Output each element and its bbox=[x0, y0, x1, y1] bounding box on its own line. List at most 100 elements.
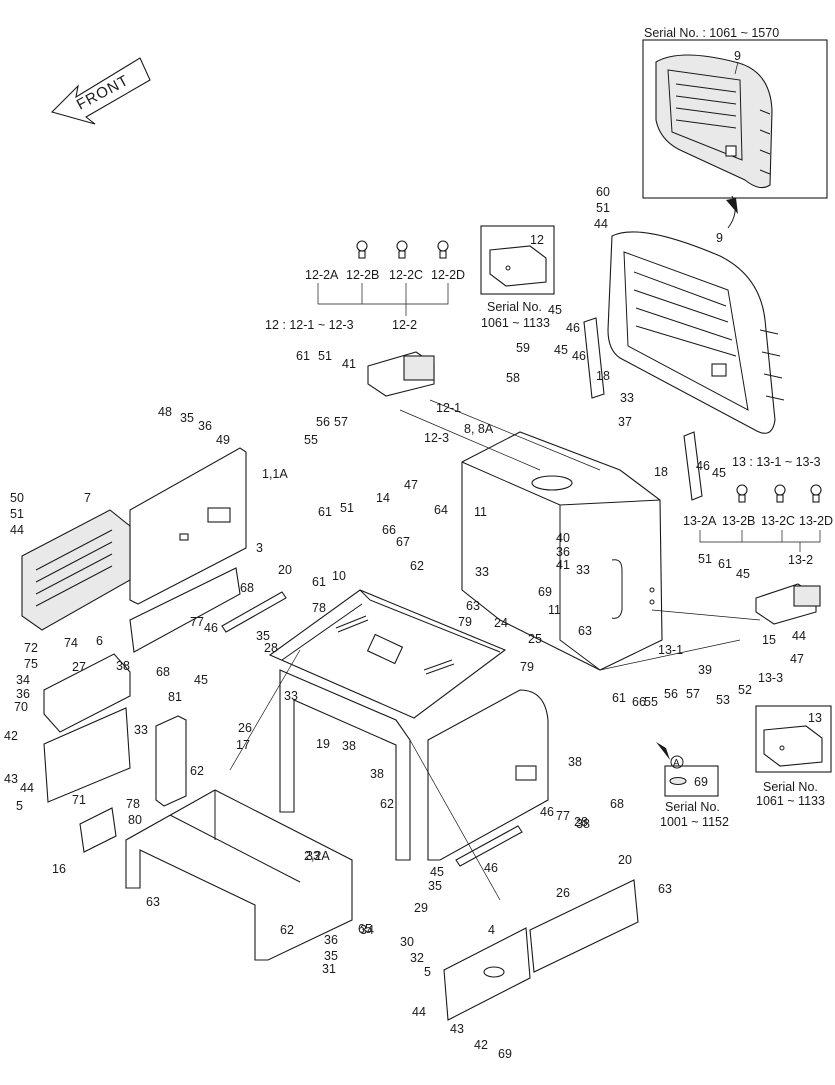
part-label-60: 60 bbox=[596, 185, 610, 199]
part-label-42: 42 bbox=[474, 1038, 488, 1052]
bulb-icon bbox=[437, 240, 449, 259]
part-label-77: 77 bbox=[190, 615, 204, 629]
part-label-51: 51 bbox=[10, 507, 24, 521]
part-label-6: 6 bbox=[96, 634, 103, 648]
label-13-2c: 13-2C bbox=[761, 514, 795, 528]
part-label-45: 45 bbox=[712, 466, 726, 480]
part-label-33: 33 bbox=[134, 723, 148, 737]
part-label-79: 79 bbox=[520, 660, 534, 674]
part-label-11: 11 bbox=[548, 603, 561, 617]
part-5-cover-left bbox=[43, 707, 131, 803]
front-direction-arrow: FRONT bbox=[50, 57, 151, 125]
part-label-38: 38 bbox=[576, 817, 590, 831]
label-12-2: 12-2 bbox=[392, 318, 417, 332]
part-label-46: 46 bbox=[540, 805, 554, 819]
part-label-32: 32 bbox=[410, 951, 424, 965]
callout-top-part-9: 9 bbox=[734, 49, 741, 63]
part-label-34: 34 bbox=[360, 923, 374, 937]
part-label-12-3: 12-3 bbox=[424, 431, 449, 445]
part-label-28: 28 bbox=[574, 815, 588, 829]
bulb-icon bbox=[396, 240, 408, 259]
part-label-35: 35 bbox=[428, 879, 442, 893]
part-label-44: 44 bbox=[792, 629, 806, 643]
part-label-69: 69 bbox=[538, 585, 552, 599]
part-label-33: 33 bbox=[475, 565, 489, 579]
callout-lamp12-title-2: 1061 ~ 1133 bbox=[481, 316, 550, 330]
part-label-36: 36 bbox=[198, 419, 212, 433]
part-13-lamp bbox=[755, 583, 821, 625]
part-label-47: 47 bbox=[404, 478, 418, 492]
part-20-gas-spring-right bbox=[455, 825, 523, 867]
part-label-45: 45 bbox=[736, 567, 750, 581]
part-label-62: 62 bbox=[410, 559, 424, 573]
part-label-35: 35 bbox=[180, 411, 194, 425]
part-label-41: 41 bbox=[556, 558, 570, 572]
part-17-frame bbox=[279, 669, 411, 861]
part-label-30: 30 bbox=[400, 935, 414, 949]
part-label-18: 18 bbox=[596, 369, 610, 383]
bulb-group-13: 13 : 13-1 ~ 13-3 13-2A 13-2B 13-2C 13-2D… bbox=[683, 455, 833, 567]
part-label-75: 75 bbox=[24, 657, 38, 671]
part-label-68: 68 bbox=[610, 797, 624, 811]
bulb-icon bbox=[810, 484, 822, 503]
part-label-74: 74 bbox=[64, 636, 78, 650]
part-label-55: 55 bbox=[304, 433, 318, 447]
part-label-61: 61 bbox=[296, 349, 310, 363]
part-label-56: 56 bbox=[664, 687, 678, 701]
part-label-26: 26 bbox=[238, 721, 252, 735]
part-label-37: 37 bbox=[618, 415, 632, 429]
part-label-51: 51 bbox=[340, 501, 354, 515]
part-label-77: 77 bbox=[556, 809, 570, 823]
part-label-1-1A: 1,1A bbox=[262, 467, 288, 481]
part-label-39: 39 bbox=[698, 663, 712, 677]
label-13-2d: 13-2D bbox=[799, 514, 833, 528]
part-label-44: 44 bbox=[412, 1005, 426, 1019]
part-label-65: 65 bbox=[358, 922, 372, 936]
part-label-70: 70 bbox=[14, 700, 28, 714]
part-label-62: 62 bbox=[190, 764, 204, 778]
label-12-2b: 12-2B bbox=[346, 268, 379, 282]
part-label-44: 44 bbox=[10, 523, 24, 537]
part-label-36: 36 bbox=[556, 545, 570, 559]
part-label-25: 25 bbox=[528, 632, 542, 646]
callout-lamp12-part: 12 bbox=[530, 233, 544, 247]
label-12-2a: 12-2A bbox=[305, 268, 339, 282]
part-label-78: 78 bbox=[312, 601, 326, 615]
callout-a-title-1: Serial No. bbox=[665, 800, 720, 814]
part-label-44: 44 bbox=[20, 781, 34, 795]
part-label-13-3: 13-3 bbox=[758, 671, 783, 685]
part-label-24: 24 bbox=[494, 616, 508, 630]
part-label-51: 51 bbox=[318, 349, 332, 363]
part-label-16: 16 bbox=[52, 862, 66, 876]
part-label-46: 46 bbox=[696, 459, 710, 473]
part-label-62: 62 bbox=[380, 797, 394, 811]
part-label-41: 41 bbox=[342, 357, 356, 371]
part-label-50: 50 bbox=[10, 491, 24, 505]
part-label-63: 63 bbox=[146, 895, 160, 909]
part-label-5: 5 bbox=[424, 965, 431, 979]
part-16-base-frame bbox=[125, 789, 353, 961]
part-label-43: 43 bbox=[450, 1022, 464, 1036]
part-label-29: 29 bbox=[414, 901, 428, 915]
bulb-icon bbox=[774, 484, 786, 503]
bulb-icon bbox=[736, 484, 748, 503]
label-12-range: 12 : 12-1 ~ 12-3 bbox=[265, 318, 354, 332]
part-label-47: 47 bbox=[790, 652, 804, 666]
label-12-2d: 12-2D bbox=[431, 268, 465, 282]
part-label-46: 46 bbox=[484, 861, 498, 875]
part-label-4: 4 bbox=[488, 923, 495, 937]
part-label-46: 46 bbox=[566, 321, 580, 335]
part-label-45: 45 bbox=[194, 673, 208, 687]
part-label-8-8A: 8, 8A bbox=[464, 422, 494, 436]
part-label-9: 9 bbox=[716, 231, 723, 245]
part-label-17: 17 bbox=[236, 738, 250, 752]
part-12-lamp bbox=[367, 351, 435, 397]
part-label-46: 46 bbox=[572, 349, 586, 363]
leader-lines bbox=[229, 399, 761, 901]
label-13-range: 13 : 13-1 ~ 13-3 bbox=[732, 455, 821, 469]
part-1-side-panel bbox=[129, 447, 247, 605]
part-label-51: 51 bbox=[596, 201, 610, 215]
bulb-group-12: 12-2A 12-2B 12-2C 12-2D 12 : 12-1 ~ 12-3… bbox=[265, 240, 465, 332]
